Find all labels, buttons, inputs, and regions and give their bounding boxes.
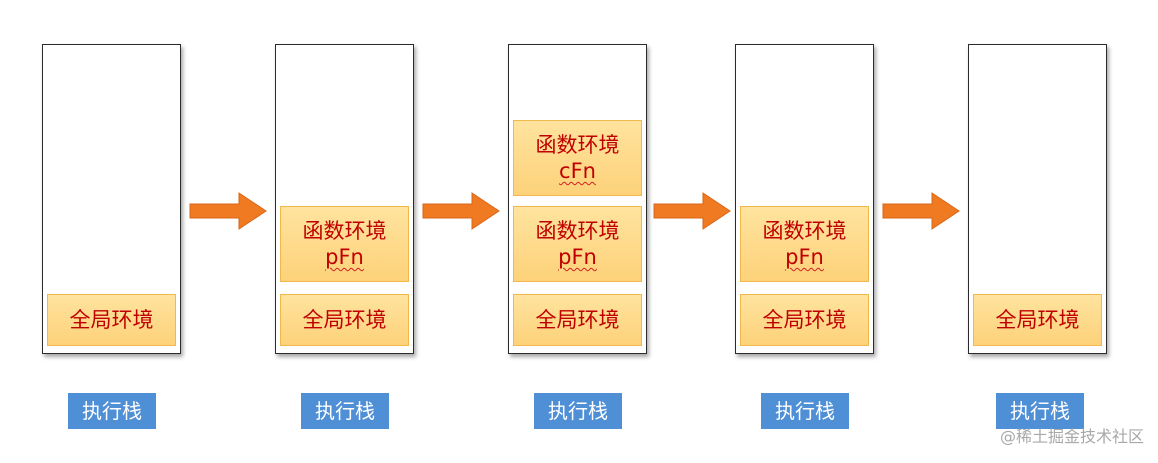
cfn-label: cFn (559, 159, 596, 183)
cfn-env-frame: 函数环境 cFn (513, 120, 642, 196)
stack-label-3: 执行栈 (534, 393, 622, 429)
pfn-env-frame: 函数环境 pFn (513, 206, 642, 282)
execution-stack-1: 全局环境 (42, 44, 181, 354)
global-env-label: 全局环境 (69, 308, 154, 332)
arrow-right-icon (422, 192, 500, 230)
stack-label-1: 执行栈 (68, 393, 156, 429)
global-env-frame: 全局环境 (973, 294, 1102, 346)
global-env-frame: 全局环境 (47, 294, 176, 346)
pfn-env-frame: 函数环境 pFn (280, 206, 409, 282)
pfn-label: pFn (325, 245, 364, 269)
global-env-label: 全局环境 (995, 308, 1080, 332)
pfn-label: pFn (558, 245, 597, 269)
global-env-frame: 全局环境 (740, 294, 869, 346)
func-env-label: 函数环境 (762, 219, 847, 243)
func-env-label: 函数环境 (535, 219, 620, 243)
pfn-label: pFn (785, 245, 824, 269)
stack-label-2: 执行栈 (301, 393, 389, 429)
global-env-label: 全局环境 (762, 308, 847, 332)
pfn-env-frame: 函数环境 pFn (740, 206, 869, 282)
execution-stack-5: 全局环境 (968, 44, 1107, 354)
global-env-frame: 全局环境 (280, 294, 409, 346)
execution-stack-4: 函数环境 pFn 全局环境 (735, 44, 874, 354)
func-env-label: 函数环境 (535, 133, 620, 157)
func-env-label: 函数环境 (302, 219, 387, 243)
global-env-label: 全局环境 (302, 308, 387, 332)
global-env-frame: 全局环境 (513, 294, 642, 346)
arrow-right-icon (882, 192, 960, 230)
execution-stack-3: 函数环境 cFn 函数环境 pFn 全局环境 (508, 44, 647, 354)
global-env-label: 全局环境 (535, 308, 620, 332)
execution-stack-2: 函数环境 pFn 全局环境 (275, 44, 414, 354)
arrow-right-icon (189, 192, 267, 230)
stack-label-5: 执行栈 (996, 393, 1084, 429)
stack-label-4: 执行栈 (761, 393, 849, 429)
watermark: @稀土掘金技术社区 (999, 427, 1144, 446)
arrow-right-icon (653, 192, 731, 230)
